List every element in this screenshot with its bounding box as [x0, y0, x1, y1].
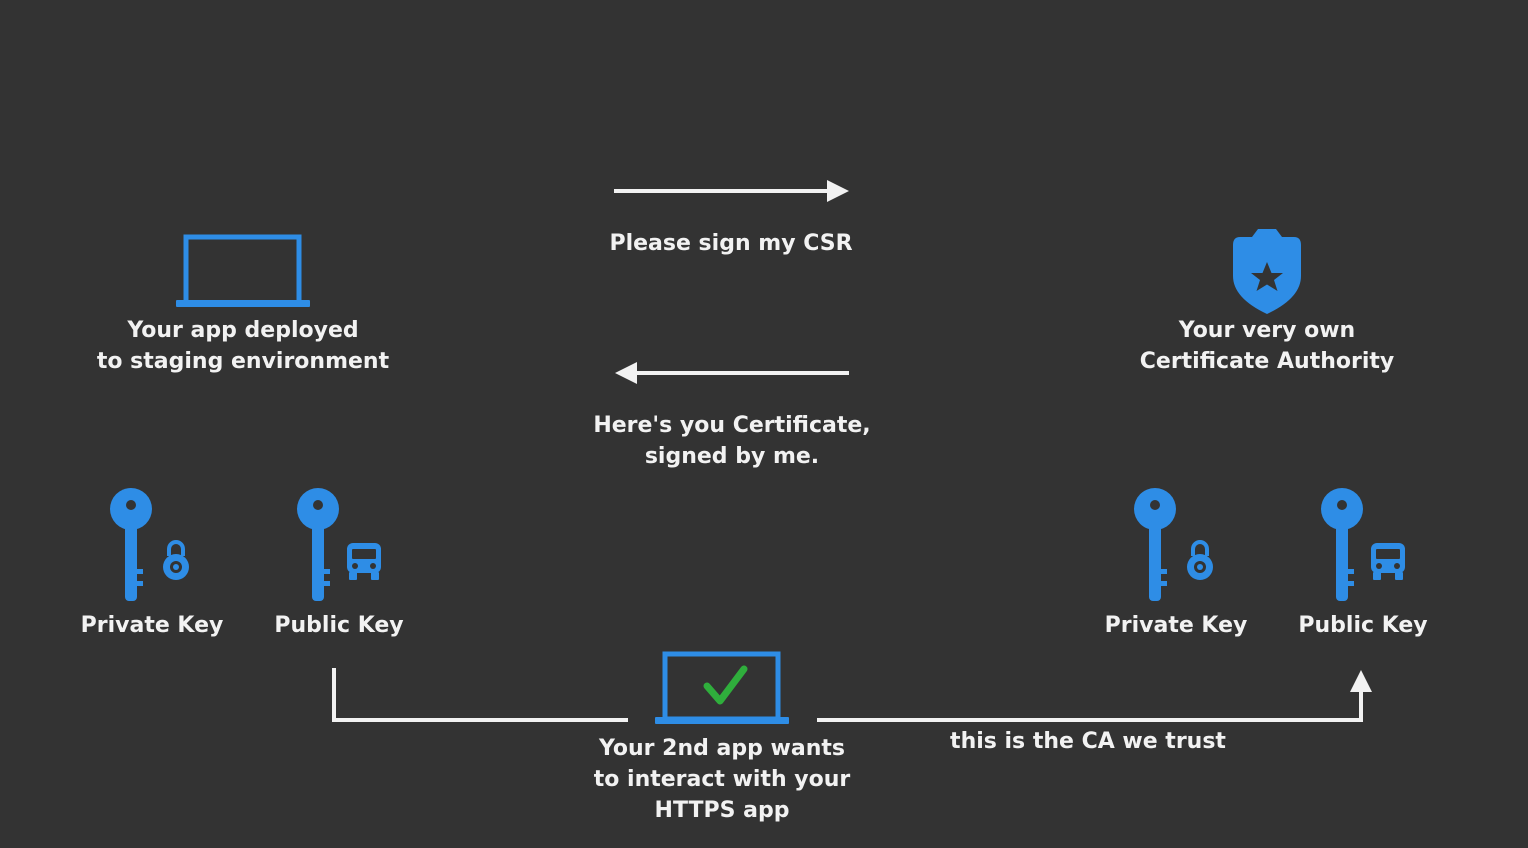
- request-arrow-label: Please sign my CSR: [609, 231, 853, 256]
- checkmark-icon: [703, 665, 748, 705]
- left-public-key-icon: [297, 488, 381, 601]
- response-arrow-label-line2: signed by me.: [644, 444, 820, 469]
- staging-app-label-line2: to staging environment: [96, 349, 390, 374]
- staging-app-label-line1: Your app deployed: [127, 318, 359, 343]
- second-app-label-line3: HTTPS app: [654, 798, 790, 823]
- left-public-key-label: Public Key: [274, 613, 404, 638]
- left-private-key-icon: [110, 488, 191, 601]
- request-arrow: [614, 180, 849, 202]
- right-private-key-label: Private Key: [1104, 613, 1248, 638]
- ca-label: Your very own Certificate Authority: [1130, 315, 1404, 377]
- laptop-icon: [176, 234, 310, 307]
- response-arrow-label: Here's you Certificate, signed by me.: [586, 410, 878, 472]
- second-app-label-line2: to interact with your: [593, 767, 851, 792]
- right-public-key-label: Public Key: [1298, 613, 1428, 638]
- police-badge-icon: [1233, 229, 1301, 314]
- staging-app-label: Your app deployed to staging environment: [92, 315, 394, 377]
- left-private-key-label: Private Key: [80, 613, 224, 638]
- trust-connector-arrow: [817, 670, 1372, 722]
- right-private-key-icon: [1134, 488, 1215, 601]
- response-arrow-label-line1: Here's you Certificate,: [593, 413, 871, 438]
- trust-connector-label: this is the CA we trust: [950, 729, 1226, 754]
- ca-label-line1: Your very own: [1178, 318, 1356, 343]
- laptop-with-checkmark-icon: [655, 651, 789, 724]
- second-app-label: Your 2nd app wants to interact with your…: [587, 733, 857, 826]
- left-connector-line: [332, 668, 628, 722]
- response-arrow: [615, 362, 849, 384]
- second-app-label-line1: Your 2nd app wants: [598, 736, 846, 761]
- right-public-key-icon: [1321, 488, 1405, 601]
- ca-label-line2: Certificate Authority: [1139, 349, 1395, 374]
